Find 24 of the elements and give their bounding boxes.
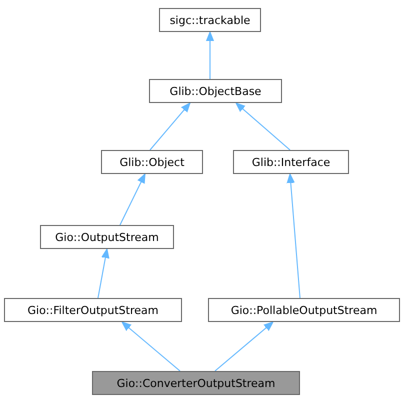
class-box [208,298,400,322]
class-name: Gio::PollableOutputStream [230,304,378,316]
class-box [92,371,300,395]
inheritance-arrow [150,102,190,150]
inheritance-arrow [236,102,290,150]
inheritance-arrow [214,322,274,372]
inheritance-arrow [286,174,300,298]
class-box [159,8,261,32]
inheritance-arrow [120,174,146,226]
class-box [101,150,203,174]
class-name: Gio::ConverterOutputStream [116,376,276,390]
class-name: Gio::OutputStream [55,230,159,244]
inheritance-arrow [122,322,180,372]
class-name: Glib::ObjectBase [170,84,262,98]
class-name: Glib::Interface [252,156,330,168]
class-box [149,79,282,103]
class-box [4,298,182,322]
inheritance-arrow [98,248,110,298]
inheritance-arrow [206,32,214,80]
class-name: Gio::FilterOutputStream [28,304,158,316]
class-box [40,225,174,249]
class-box [233,150,349,174]
class-name: sigc::trackable [170,14,250,26]
class-name: Glib::Object [120,156,184,168]
